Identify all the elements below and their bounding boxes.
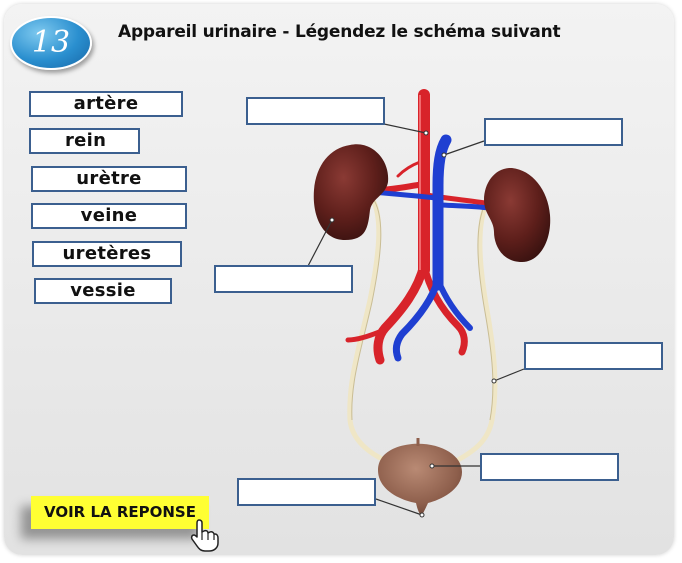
- leader-dots: [329, 130, 497, 518]
- bladder: [378, 443, 462, 515]
- word-ureteres[interactable]: uretères: [32, 241, 182, 267]
- left-ureter: [347, 192, 387, 463]
- aorta: [345, 89, 488, 365]
- word-vessie[interactable]: vessie: [34, 278, 172, 304]
- left-kidney: [313, 144, 389, 240]
- word-veine[interactable]: veine: [31, 203, 187, 229]
- hand-pointer-icon: [190, 519, 219, 552]
- word-rein[interactable]: rein: [29, 128, 140, 154]
- drop-slot-4[interactable]: [524, 342, 663, 370]
- exercise-number-badge: 13: [10, 16, 92, 70]
- right-kidney: [484, 167, 551, 262]
- drop-slot-1[interactable]: [246, 97, 385, 125]
- drop-slot-5[interactable]: [480, 453, 619, 481]
- word-uretre[interactable]: urètre: [31, 166, 187, 192]
- drop-slot-2[interactable]: [484, 118, 623, 146]
- drop-slot-3[interactable]: [214, 265, 353, 293]
- drop-slot-6[interactable]: [237, 478, 376, 506]
- ureters: [347, 192, 498, 463]
- exercise-title: Appareil urinaire - Légendez le schéma s…: [118, 22, 561, 42]
- word-artere[interactable]: artère: [29, 91, 183, 117]
- show-answer-button[interactable]: VOIR LA REPONSE: [31, 496, 209, 529]
- right-ureter: [455, 197, 498, 463]
- leader-lines: [307, 123, 525, 516]
